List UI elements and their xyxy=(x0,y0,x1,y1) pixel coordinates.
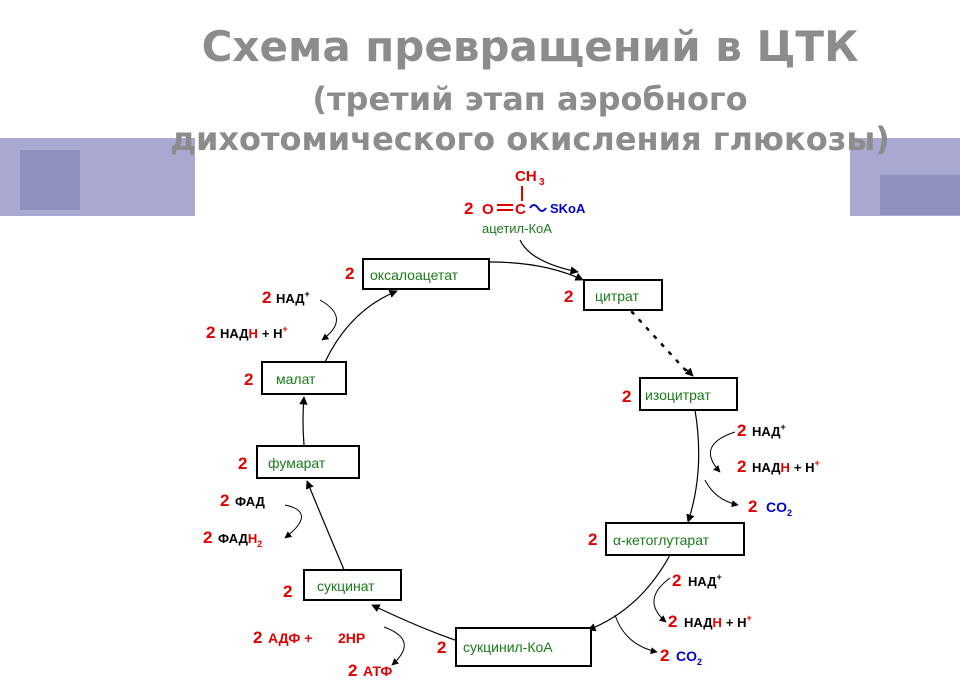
isocitrate-nadh-multiplier: 2 xyxy=(737,457,746,476)
malate-nadh: НАДН+ Н+ xyxy=(220,324,288,341)
ketoglutarate-box xyxy=(605,522,745,556)
oxaloacetate-box xyxy=(362,258,490,290)
fumarate-box xyxy=(256,445,360,479)
isocitrate-co2-multiplier: 2 xyxy=(748,497,757,516)
arrow-isocitrate-ketoglutarate xyxy=(686,409,700,523)
ketoglutarate-co2-multiplier: 2 xyxy=(660,646,669,665)
arrow-ketoglutarate-succinylcoa xyxy=(587,554,671,632)
malate-cofactors: 2 НАД+ 2 НАДН+ Н+ xyxy=(206,288,310,342)
malate-nad-multiplier: 2 xyxy=(262,288,271,307)
metabolite-succinate: 2 сукцинат xyxy=(283,569,402,601)
citrate-multiplier: 2 xyxy=(564,287,573,306)
acetyl-arrow xyxy=(519,239,579,275)
ch3-label: CH xyxy=(515,168,537,185)
fad-multiplier: 2 xyxy=(220,491,229,510)
atp-multiplier: 2 xyxy=(348,661,357,680)
succinate-cofactors: 2 ФАД 2 ФАДН2 xyxy=(203,491,266,549)
isocitrate-label: изоцитрат xyxy=(645,387,711,403)
acetyl-coa-name: ацетил-КоА xyxy=(482,221,552,236)
citrate-box xyxy=(583,279,663,311)
malate-nadh-multiplier: 2 xyxy=(206,323,215,342)
fad-label: ФАД xyxy=(235,494,266,509)
oxaloacetate-multiplier: 2 xyxy=(345,264,354,283)
isocitrate-nad-arrow xyxy=(710,431,736,473)
isocitrate-nad-multiplier: 2 xyxy=(737,421,746,440)
ketoglutarate-co2-arrow xyxy=(614,614,658,655)
phosphate-label: 2НР xyxy=(338,630,365,646)
succinylcoa-multiplier: 2 xyxy=(437,638,446,657)
citrate-label: цитрат xyxy=(595,288,640,304)
arrow-malate-oxaloacetate xyxy=(324,289,398,363)
ketoglutarate-multiplier: 2 xyxy=(588,530,597,549)
metabolite-ketoglutarate: 2 α-кетоглутарат xyxy=(588,522,745,556)
ketoglutarate-label: α-кетоглутарат xyxy=(613,532,710,548)
slide-title: Схема превращений в ЦТК xyxy=(201,22,859,71)
skoa-label: SKoA xyxy=(550,201,586,216)
isocitrate-nad: НАД+ xyxy=(752,422,786,439)
decor-band-right-dark xyxy=(880,175,960,215)
isocitrate-box xyxy=(639,377,738,411)
ketoglutarate-nad: НАД+ xyxy=(688,572,722,589)
fadh2-label: ФАДН2 xyxy=(218,531,262,549)
isocitrate-co2-arrow xyxy=(704,479,739,508)
alpha-symbol: α xyxy=(613,532,621,548)
arrow-oxaloacetate-citrate xyxy=(489,261,584,281)
succinate-label: сукцинат xyxy=(317,578,375,594)
succinylcoa-label: сукцинил-КоА xyxy=(463,639,553,655)
malate-nad: НАД+ xyxy=(276,289,310,306)
fumarate-label: фумарат xyxy=(268,455,326,471)
succinate-multiplier: 2 xyxy=(283,582,292,601)
acetyl-coa-structure: CH 3 2 O C SKoA ацетил-КоА xyxy=(464,168,586,236)
arrow-fumarate-malate xyxy=(299,396,308,446)
isocitrate-multiplier: 2 xyxy=(622,387,631,406)
malate-box xyxy=(261,361,347,395)
metabolite-malate: 2 малат xyxy=(244,361,347,395)
fumarate-multiplier: 2 xyxy=(238,454,247,473)
side-arrows xyxy=(284,299,739,666)
succinylcoa-cofactors: 2 АДФ + 2НР 2 АТФ xyxy=(253,628,392,680)
cycle-arrows xyxy=(299,261,700,641)
adp-label: АДФ + xyxy=(268,630,312,646)
atp-label: АТФ xyxy=(363,663,392,679)
isocitrate-nadh: НАДН+ Н+ xyxy=(752,458,820,475)
succinylcoa-box xyxy=(455,627,592,667)
isocitrate-cofactors: 2 НАД+ 2 НАДН+ Н+ 2 CO2 xyxy=(737,421,820,518)
arrow-citrate-isocitrate-head xyxy=(684,367,694,377)
ketoglutarate-co2: CO2 xyxy=(676,648,702,667)
fadh2-multiplier: 2 xyxy=(203,528,212,547)
metabolite-citrate: 2 цитрат xyxy=(564,279,663,311)
slide-subtitle-line1: (третий этап аэробного xyxy=(312,80,748,118)
isocitrate-co2: CO2 xyxy=(766,499,792,518)
malate-multiplier: 2 xyxy=(244,370,253,389)
malate-nad-arrow xyxy=(319,299,337,341)
carbon-label: C xyxy=(515,201,526,218)
ketoglutarate-name: -кетоглутарат xyxy=(621,532,710,548)
malate-label: малат xyxy=(276,371,316,387)
succinate-box xyxy=(303,569,402,601)
arrow-succinylcoa-succinate xyxy=(371,604,456,641)
slide-subtitle-line2: дихотомического окисления глюкозы) xyxy=(170,120,890,158)
ketoglutarate-nad-multiplier: 2 xyxy=(672,571,681,590)
arrow-succinate-fumarate xyxy=(305,480,346,573)
succinate-fad-arrow xyxy=(284,504,302,539)
metabolite-isocitrate: 2 изоцитрат xyxy=(622,377,738,411)
succinylcoa-atp-arrow xyxy=(383,626,405,666)
ketoglutarate-nadh-multiplier: 2 xyxy=(668,612,677,631)
metabolite-succinylcoa: 2 сукцинил-КоА xyxy=(437,627,592,667)
adp-multiplier: 2 xyxy=(253,628,262,647)
ch3-subscript: 3 xyxy=(539,177,545,188)
decor-band-left-dark xyxy=(20,150,80,210)
oxygen-label: O xyxy=(482,201,494,218)
metabolite-fumarate: 2 фумарат xyxy=(238,445,360,479)
ketoglutarate-nadh: НАДН+ Н+ xyxy=(684,613,752,630)
oxaloacetate-label: оксалоацетат xyxy=(370,267,459,283)
thioester-bond xyxy=(529,204,547,212)
ketoglutarate-nad-arrow xyxy=(653,577,671,623)
acetyl-multiplier: 2 xyxy=(464,199,473,218)
arrow-citrate-isocitrate-dots xyxy=(630,310,692,377)
metabolite-oxaloacetate: 2 оксалоацетат xyxy=(345,258,490,290)
ketoglutarate-cofactors: 2 НАД+ 2 НАДН+ Н+ 2 CO2 xyxy=(660,571,752,667)
